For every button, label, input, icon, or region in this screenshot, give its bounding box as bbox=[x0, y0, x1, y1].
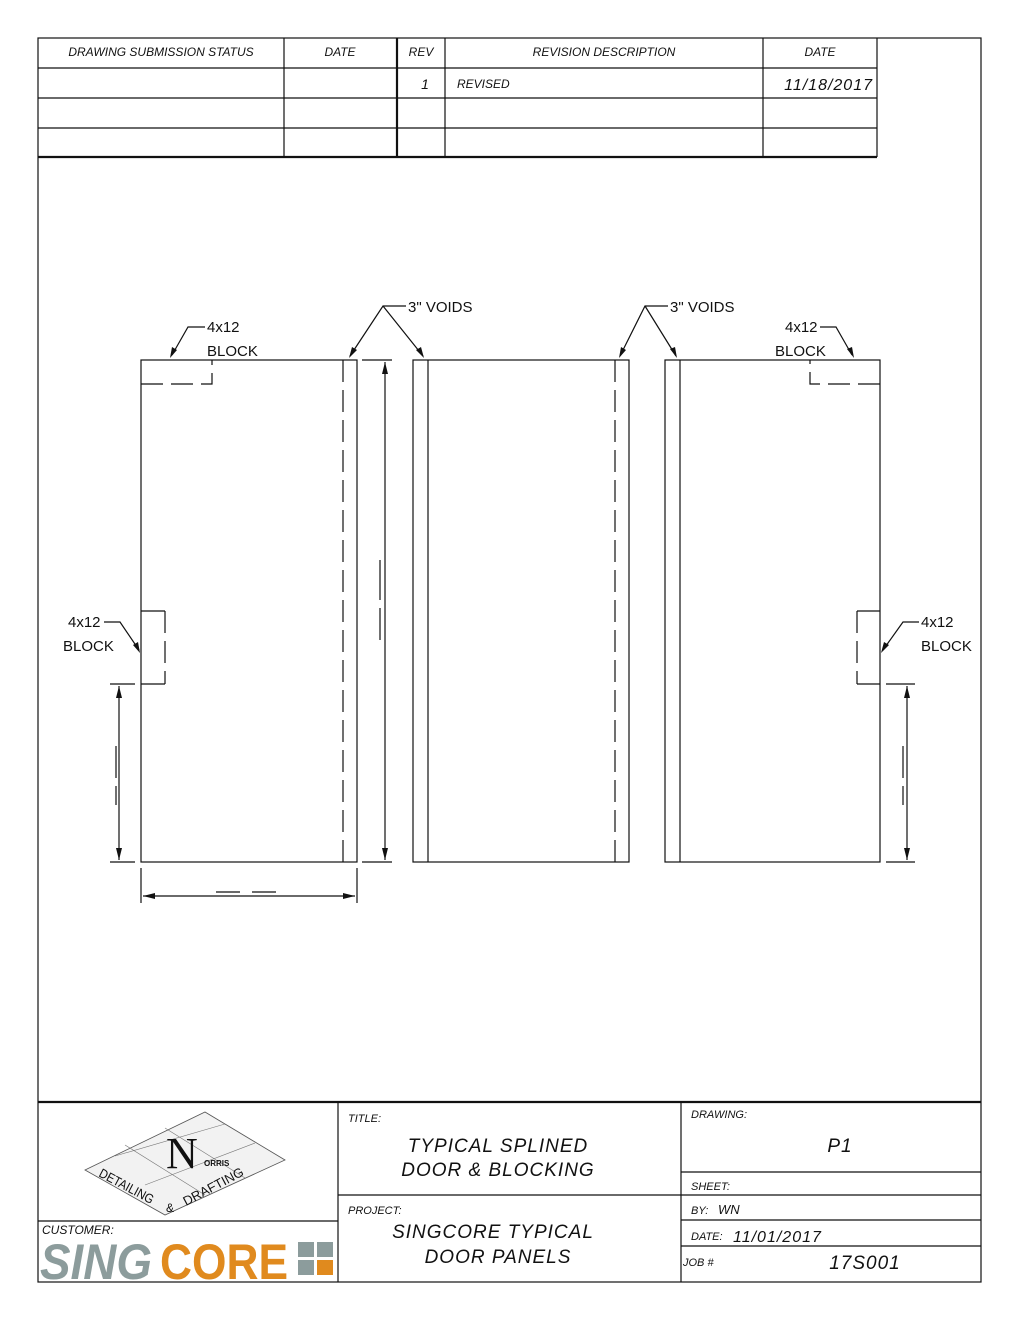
svg-text:N: N bbox=[166, 1129, 198, 1178]
date-label: DATE: bbox=[691, 1231, 723, 1243]
title-line-2: DOOR & BLOCKING bbox=[401, 1160, 594, 1181]
project-line-1: SINGCORE TYPICAL bbox=[392, 1222, 594, 1243]
header-date: DATE bbox=[324, 45, 356, 59]
door-panel-middle bbox=[412, 359, 630, 863]
door-panel-left bbox=[110, 359, 392, 903]
sheet-label: SHEET: bbox=[691, 1181, 730, 1193]
rev-date: 11/18/2017 bbox=[784, 77, 873, 94]
title-block: N ORRIS DETAILING & DRAFTING CUSTOMER: S… bbox=[38, 1100, 981, 1290]
svg-text:4x12: 4x12 bbox=[785, 319, 818, 336]
header-description: REVISION DESCRIPTION bbox=[533, 45, 676, 59]
by-label: BY: bbox=[691, 1205, 708, 1217]
svg-text:BLOCK: BLOCK bbox=[775, 343, 826, 360]
sheet-border bbox=[37, 37, 982, 1283]
rev-description: REVISED bbox=[457, 77, 510, 91]
drawing-label: DRAWING: bbox=[691, 1109, 747, 1121]
svg-text:BLOCK: BLOCK bbox=[921, 638, 972, 655]
norris-logo: N ORRIS DETAILING & DRAFTING bbox=[84, 1111, 286, 1216]
drawing-value: P1 bbox=[827, 1136, 852, 1157]
svg-text:4x12: 4x12 bbox=[68, 614, 101, 631]
by-value: WN bbox=[718, 1202, 740, 1217]
project-line-2: DOOR PANELS bbox=[425, 1247, 572, 1268]
callout-voids-2: 3" VOIDS bbox=[619, 299, 735, 358]
svg-text:&: & bbox=[166, 1201, 174, 1215]
title-line-1: TYPICAL SPLINED bbox=[408, 1136, 588, 1157]
svg-text:4x12: 4x12 bbox=[921, 614, 954, 631]
customer-label: CUSTOMER: bbox=[42, 1223, 114, 1237]
job-value: 17S001 bbox=[829, 1253, 901, 1274]
svg-text:BLOCK: BLOCK bbox=[207, 343, 258, 360]
singcore-logo: SING CORE bbox=[40, 1234, 333, 1290]
title-label: TITLE: bbox=[348, 1113, 381, 1125]
svg-text:3" VOIDS: 3" VOIDS bbox=[670, 299, 735, 316]
svg-text:BLOCK: BLOCK bbox=[63, 638, 114, 655]
header-rev-date: DATE bbox=[804, 45, 836, 59]
revision-table: DRAWING SUBMISSION STATUS DATE REV REVIS… bbox=[38, 38, 878, 159]
svg-text:ORRIS: ORRIS bbox=[204, 1159, 230, 1168]
callout-block-top-right: 4x12 BLOCK bbox=[775, 319, 854, 360]
svg-text:CORE: CORE bbox=[160, 1234, 288, 1290]
rev-number: 1 bbox=[421, 76, 429, 92]
svg-text:3" VOIDS: 3" VOIDS bbox=[408, 299, 473, 316]
date-value: 11/01/2017 bbox=[733, 1229, 822, 1246]
svg-text:SING: SING bbox=[40, 1234, 152, 1290]
header-status: DRAWING SUBMISSION STATUS bbox=[68, 45, 253, 59]
header-rev: REV bbox=[409, 45, 435, 59]
callout-block-side-left: 4x12 BLOCK bbox=[63, 614, 140, 655]
svg-text:4x12: 4x12 bbox=[207, 319, 240, 336]
callout-voids-1: 3" VOIDS bbox=[349, 299, 473, 358]
job-label: JOB # bbox=[682, 1257, 714, 1269]
project-label: PROJECT: bbox=[348, 1205, 402, 1217]
door-panel-right bbox=[664, 359, 915, 863]
callout-block-top-left: 4x12 BLOCK bbox=[170, 319, 258, 360]
callout-block-side-right: 4x12 BLOCK bbox=[881, 614, 972, 655]
